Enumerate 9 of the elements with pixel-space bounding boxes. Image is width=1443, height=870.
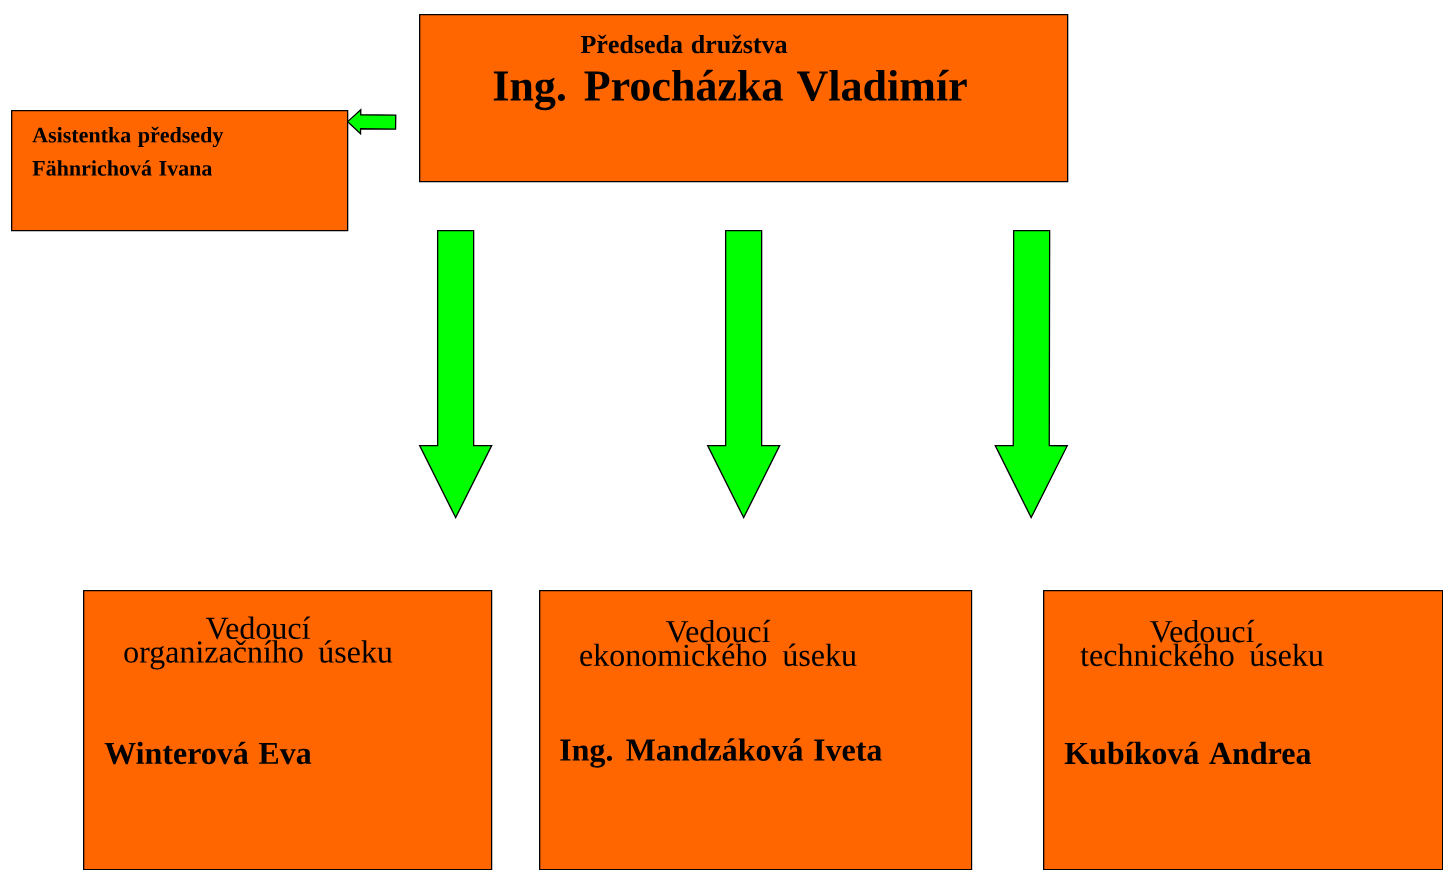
block-arrow	[994, 230, 1069, 520]
department-box: Vedoucí technického úseku Kubíková Andrea	[1043, 590, 1443, 870]
department-box: Vedoucí ekonomického úseku Ing. Mandzáková Iveta	[539, 590, 973, 870]
block-arrow	[346, 108, 397, 136]
chairman-box: Předseda družstva Ing. Procházka Vladimír	[419, 14, 1069, 183]
block-arrow	[418, 230, 493, 520]
department-box: Vedoucí organizačního úseku Winterová Eva	[83, 590, 493, 870]
block-arrow	[706, 230, 781, 520]
assistant-box: Asistentka předsedy Fähnrichová Ivana	[11, 110, 349, 232]
